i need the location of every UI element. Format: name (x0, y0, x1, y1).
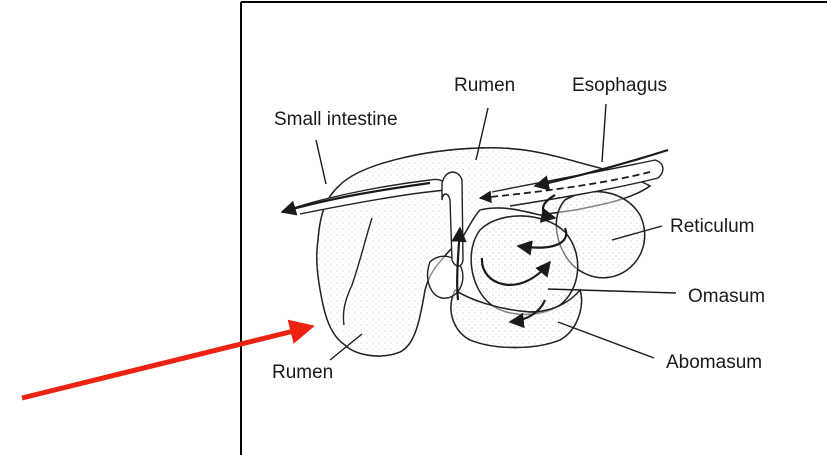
label-abomasum: Abomasum (666, 352, 762, 373)
stomach-illustration (282, 148, 663, 356)
red-pointer-arrow (22, 327, 310, 398)
label-omasum: Omasum (688, 286, 765, 307)
label-rumen-top: Rumen (454, 75, 515, 96)
label-reticulum: Reticulum (670, 216, 754, 237)
label-esophagus: Esophagus (572, 75, 667, 96)
label-rumen-bottom: Rumen (272, 362, 333, 383)
label-small-intestine: Small intestine (274, 109, 398, 130)
